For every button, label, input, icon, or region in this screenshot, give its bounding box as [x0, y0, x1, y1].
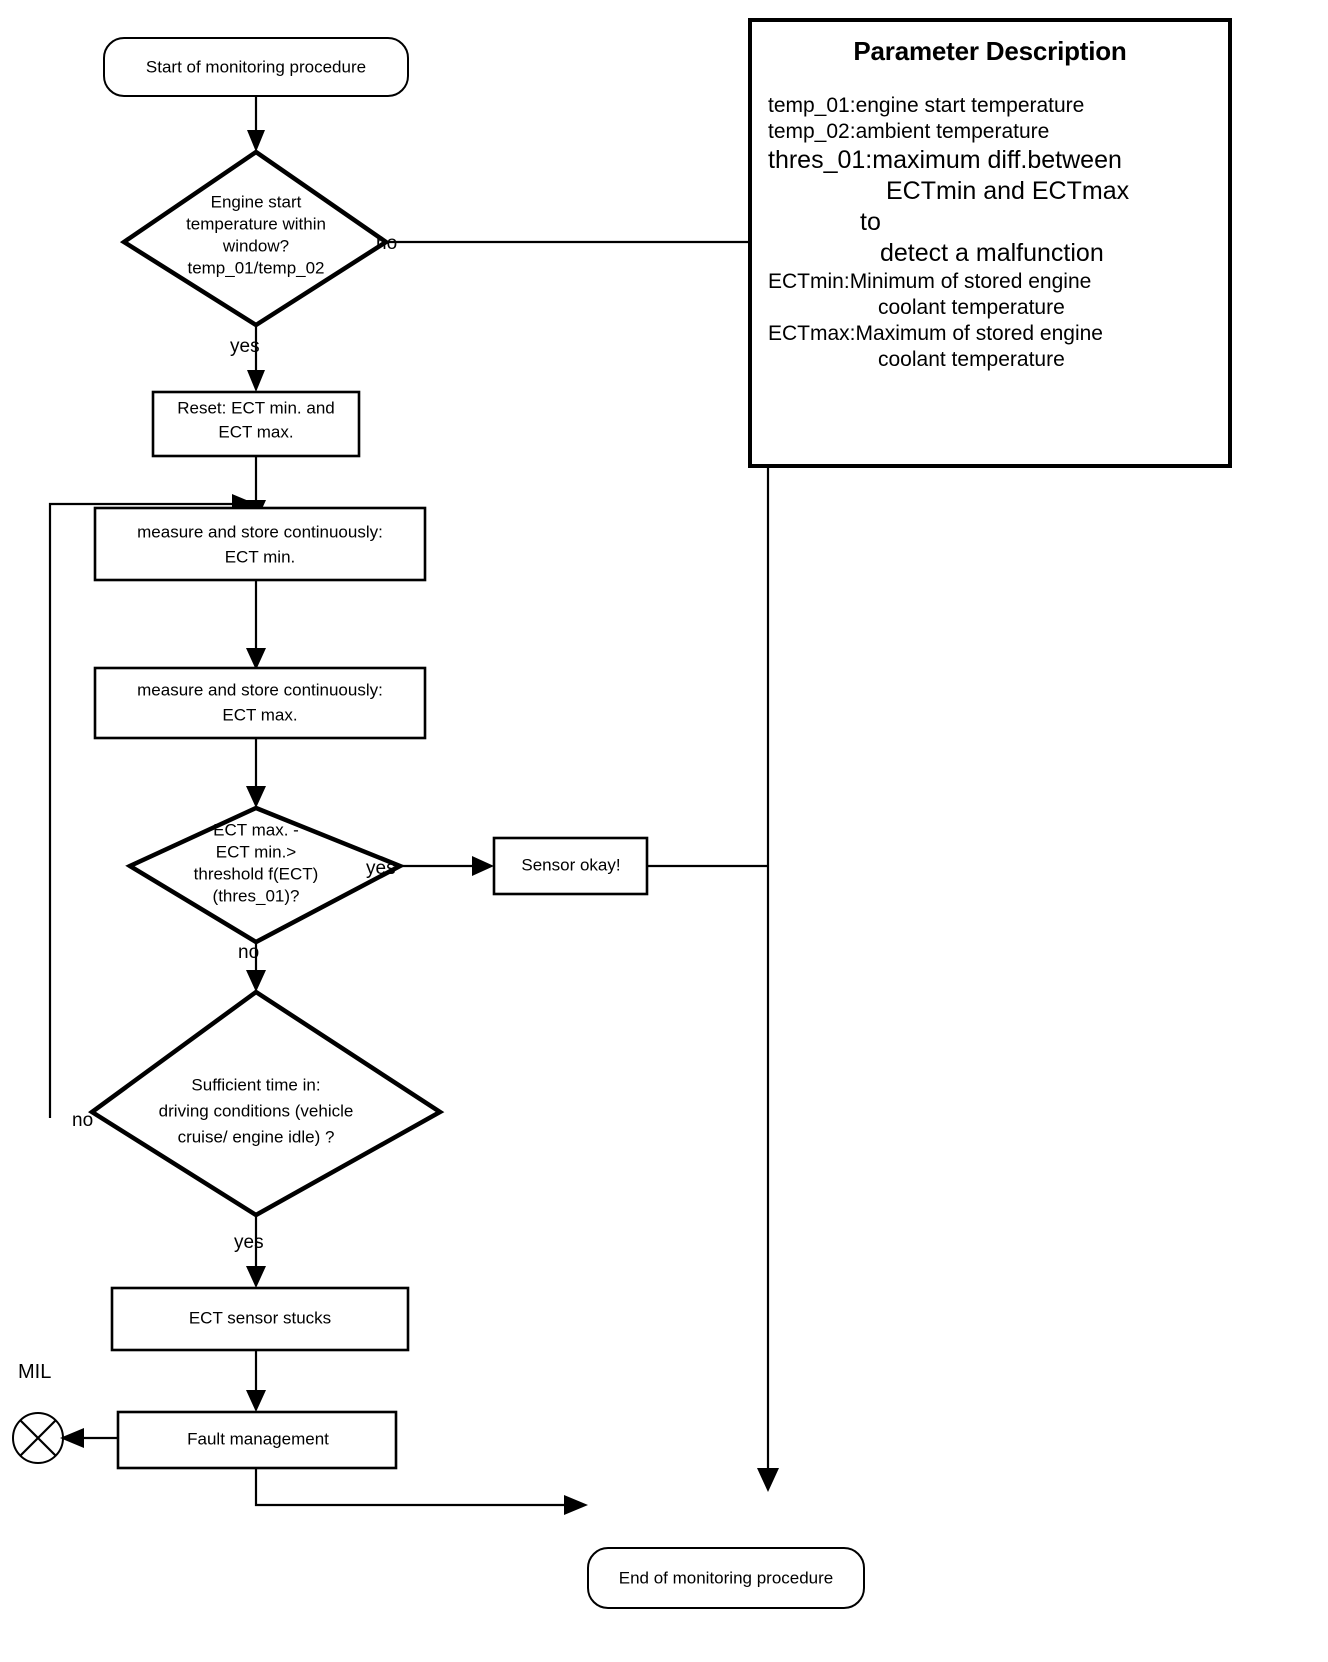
parameter-value: Minimum of stored engine: [849, 270, 1092, 294]
parameter-row: coolant temperature: [768, 295, 1212, 321]
sensor-okay-label: Sensor okay!: [521, 855, 620, 874]
engine-decision-line1: Engine start: [211, 192, 302, 211]
measure-min-line2: ECT min.: [225, 547, 296, 566]
parameter-value: ECTmin and ECTmax: [886, 177, 1130, 206]
parameter-row: coolant temperature: [768, 347, 1212, 373]
parameter-row: to: [768, 207, 1212, 238]
fault-management-label: Fault management: [187, 1429, 329, 1448]
edge-time-no-feedback: [48, 502, 238, 1118]
end-node[interactable]: [587, 1547, 865, 1609]
arrowhead-sensor-stucks: [246, 1266, 266, 1288]
arrowhead-end-left: [564, 1495, 588, 1515]
shape-layer: Start of monitoring procedure Engine sta…: [12, 37, 865, 1609]
parameter-row: detect a malfunction: [768, 238, 1212, 269]
parameter-key: ECTmax:: [768, 322, 856, 346]
time-decision-line1: Sufficient time in:: [191, 1075, 320, 1094]
measure-min-line1: measure and store continuously:: [137, 522, 383, 541]
sufficient-time-decision[interactable]: [87, 989, 445, 1218]
parameter-key: ECTmin:: [768, 270, 850, 294]
arrowhead-sensor-okay: [472, 856, 494, 876]
edge-fault-to-end: [254, 1468, 570, 1507]
parameter-row: ECTmax: Maximum of stored engine: [768, 321, 1212, 347]
label-time-yes: yes: [234, 1232, 264, 1253]
label-threshold-no: no: [238, 942, 259, 963]
label-engine-yes: yes: [230, 336, 260, 357]
threshold-decision-line1: ECT max. -: [213, 820, 299, 839]
parameter-value: coolant temperature: [878, 348, 1065, 372]
parameter-key: temp_01:: [768, 94, 856, 117]
parameter-value: detect a malfunction: [880, 239, 1104, 268]
reset-node-line1: Reset: ECT min. and: [177, 398, 334, 417]
parameter-description-title: Parameter Description: [853, 36, 1127, 66]
threshold-decision[interactable]: [125, 805, 406, 945]
arrowhead-mil: [60, 1428, 84, 1448]
parameter-row: temp_01: engine start temperature: [768, 93, 1212, 119]
measure-min-node[interactable]: [93, 506, 427, 582]
parameter-value: ambient temperature: [855, 120, 1050, 144]
threshold-decision-line4: (thres_01)?: [213, 886, 300, 905]
parameter-row: ECTmin: Minimum of stored engine: [768, 269, 1212, 295]
arrowhead-threshold: [246, 786, 266, 808]
threshold-decision-line3: threshold f(ECT): [194, 864, 319, 883]
engine-decision-line4: temp_01/temp_02: [187, 258, 324, 277]
mil-cross-line-2: [19, 1419, 57, 1457]
parameter-key: thres_01:: [768, 146, 873, 175]
ect-sensor-stucks-node[interactable]: [110, 1286, 410, 1352]
time-decision-line2: driving conditions (vehicle: [159, 1101, 354, 1120]
label-time-no: no: [72, 1110, 93, 1131]
measure-max-line1: measure and store continuously:: [137, 680, 383, 699]
reset-node[interactable]: [151, 390, 361, 458]
reset-node-line2: ECT max.: [218, 422, 293, 441]
start-node[interactable]: [103, 37, 409, 97]
arrowhead-end-top: [757, 1468, 779, 1492]
parameter-key: temp_02:: [768, 120, 856, 144]
arrowhead-fault-mgmt: [246, 1390, 266, 1412]
mil-lamp-icon: [12, 1412, 64, 1464]
sensor-okay-node[interactable]: [492, 836, 649, 896]
parameter-row: temp_02: ambient temperature: [768, 119, 1212, 145]
measure-max-line2: ECT max.: [222, 705, 297, 724]
arrowhead-engine-decision: [247, 130, 265, 152]
parameter-value: maximum diff.between: [872, 146, 1122, 175]
engine-decision-line2: temperature within: [186, 214, 326, 233]
engine-start-decision[interactable]: [119, 149, 391, 328]
parameter-description-panel: Parameter Description temp_01: engine st…: [748, 18, 1232, 468]
ect-sensor-stucks-label: ECT sensor stucks: [189, 1308, 331, 1327]
parameter-row: thres_01: maximum diff.between: [768, 145, 1212, 176]
edge-label-layer: no yes yes no no yes MIL: [18, 233, 397, 1383]
parameter-value: to: [860, 208, 881, 237]
arrowhead-measure-max: [246, 648, 266, 670]
engine-decision-line3: window?: [222, 236, 289, 255]
time-decision-line3: cruise/ engine idle) ?: [178, 1127, 335, 1146]
fault-management-node[interactable]: [116, 1410, 398, 1470]
measure-max-node[interactable]: [93, 666, 427, 740]
parameter-value: engine start temperature: [855, 94, 1085, 117]
mil-label: MIL: [18, 1361, 51, 1383]
parameter-row: ECTmin and ECTmax: [768, 176, 1212, 207]
start-node-label: Start of monitoring procedure: [146, 57, 366, 76]
parameter-value: Maximum of stored engine: [855, 322, 1103, 346]
label-engine-no: no: [376, 233, 397, 254]
mil-circle-icon: [12, 1412, 64, 1464]
end-node-label: End of monitoring procedure: [619, 1568, 834, 1587]
threshold-decision-line2: ECT min.>: [216, 842, 297, 861]
label-threshold-yes: yes: [366, 858, 396, 879]
arrowhead-reset: [247, 370, 265, 392]
arrowhead-time-decision: [246, 970, 266, 992]
parameter-value: coolant temperature: [878, 296, 1065, 320]
